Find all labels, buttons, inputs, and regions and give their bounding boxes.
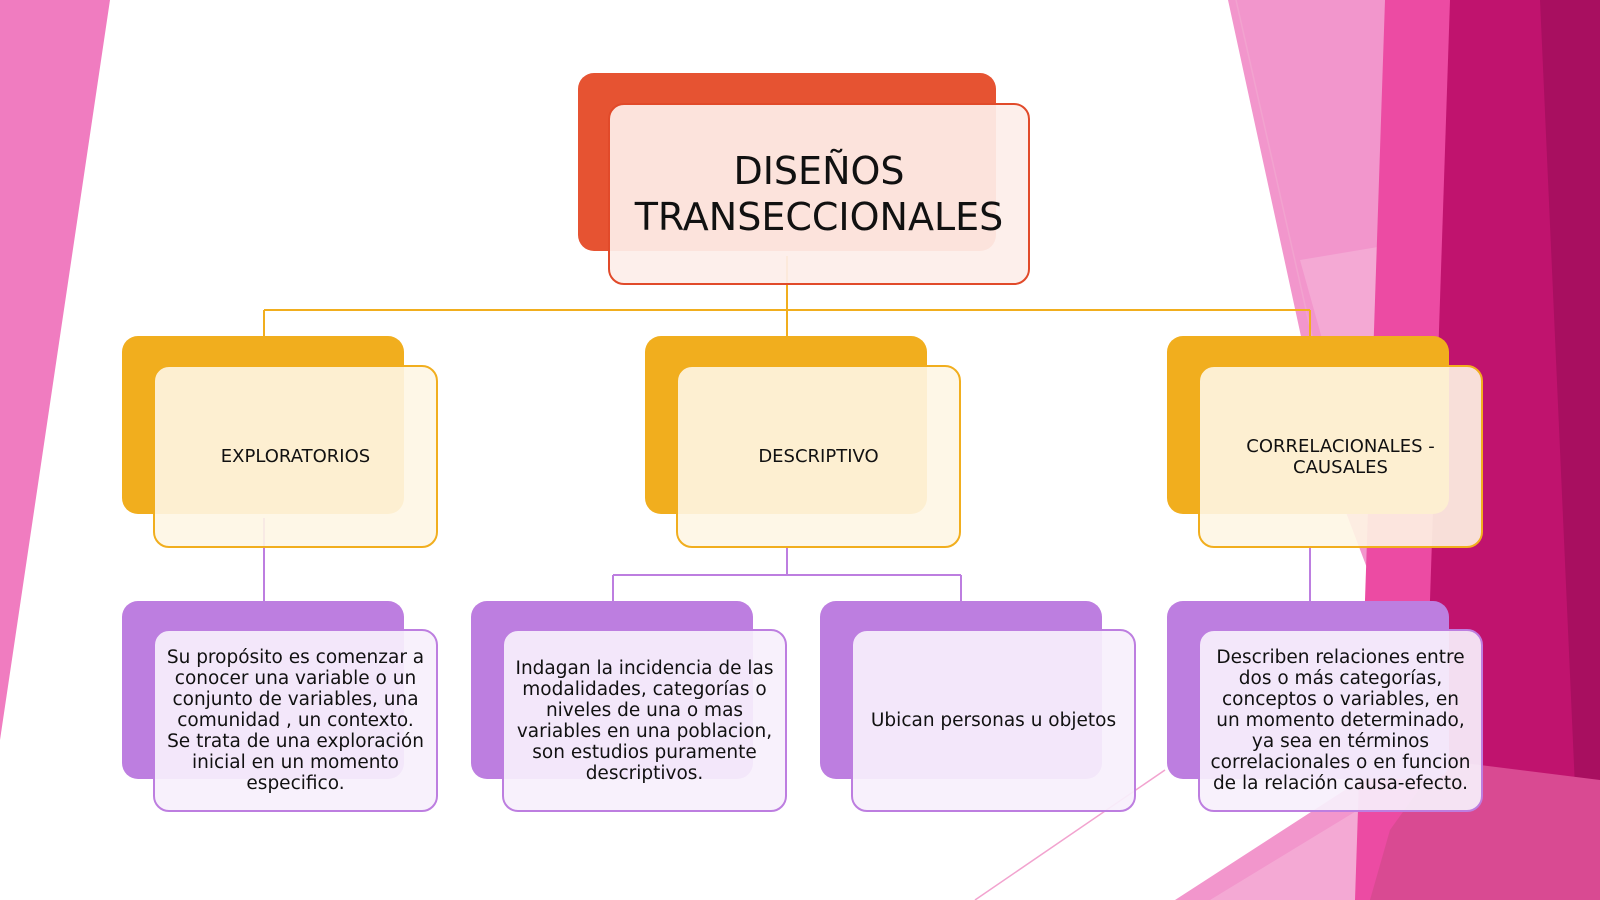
detail-node-box: Describen relaciones entre dos o más cat… [1198,629,1483,812]
category-node-correlacionales: CORRELACIONALES - CAUSALES [1167,336,1483,548]
category-connectors [263,518,1311,601]
root-title: DISEÑOS TRANSECCIONALES [634,149,1004,239]
detail-node-box: Ubican personas u objetos [851,629,1136,812]
category-node-descriptivo: DESCRIPTIVO [645,336,961,548]
category-node-box: CORRELACIONALES - CAUSALES [1198,365,1483,548]
right-deep-magenta-shape [1540,0,1600,900]
category-label: CORRELACIONALES - CAUSALES [1246,435,1435,478]
detail-node-box: Su propósito es comenzar a conocer una v… [153,629,438,812]
detail-text: Indagan la incidencia de las modalidades… [515,657,774,784]
detail-node-correlacionales: Describen relaciones entre dos o más cat… [1167,601,1483,812]
category-label: EXPLORATORIOS [220,446,371,467]
category-node-exploratorios: EXPLORATORIOS [122,336,438,548]
detail-node-box: Indagan la incidencia de las modalidades… [502,629,787,812]
category-node-box: EXPLORATORIOS [153,365,438,548]
category-label: DESCRIPTIVO [758,446,879,467]
detail-text: Describen relaciones entre dos o más cat… [1210,647,1471,794]
root-node: DISEÑOS TRANSECCIONALES [578,73,1030,285]
detail-node-exploratorios: Su propósito es comenzar a conocer una v… [122,601,438,812]
detail-node-descriptivo-1: Indagan la incidencia de las modalidades… [471,601,787,812]
category-node-box: DESCRIPTIVO [676,365,961,548]
root-node-box: DISEÑOS TRANSECCIONALES [608,103,1030,285]
detail-text: Su propósito es comenzar a conocer una v… [166,647,425,794]
left-pink-shape [0,0,110,740]
detail-text: Ubican personas u objetos [870,710,1117,731]
detail-node-descriptivo-2: Ubican personas u objetos [820,601,1136,812]
